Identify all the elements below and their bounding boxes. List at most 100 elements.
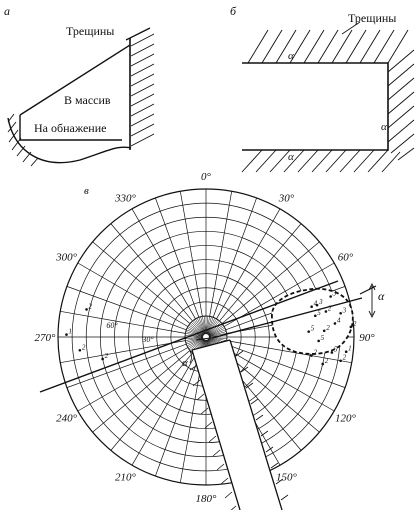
pole-point-cluster	[344, 350, 348, 354]
net-radial-line	[155, 197, 200, 318]
panel-a-exposure-surface	[7, 117, 132, 164]
pole-count-left: 1	[68, 328, 72, 336]
alpha-right-arrowheads	[368, 282, 376, 319]
ray-upper	[211, 297, 363, 339]
azimuth-label: 90°	[359, 332, 375, 344]
net-center-ray	[208, 331, 227, 337]
net-radial-line	[212, 197, 257, 318]
pole-count-cluster: 2	[353, 320, 357, 328]
pole-point-cluster	[310, 354, 313, 357]
net-center-ray	[206, 316, 212, 335]
net-center-ray	[189, 338, 204, 351]
dip-labels: 30°60°	[106, 321, 154, 344]
net-center-ray	[208, 326, 225, 336]
pole-count-left: 2	[82, 343, 86, 351]
azimuth-label: 60°	[338, 252, 354, 264]
net-radial-line	[155, 356, 200, 477]
pole-count-cluster: 1	[348, 345, 352, 353]
net-center-ray	[185, 337, 204, 340]
net-center-ray	[208, 333, 227, 337]
net-radial-line	[131, 208, 196, 319]
panel-b-cracks-label: Трещины	[348, 11, 396, 25]
pole-point-cluster	[322, 329, 326, 333]
pole-count-cluster: 5	[334, 345, 338, 353]
net-center-ray	[187, 338, 204, 348]
net-radial-line	[92, 241, 191, 324]
pole-count-cluster: 2	[328, 305, 332, 313]
pole-count-cluster: 3	[342, 306, 347, 314]
net-center-ray	[188, 338, 204, 350]
net-center-ray	[186, 329, 204, 337]
azimuth-label: 330°	[114, 193, 137, 205]
pole-count-cluster: 4	[337, 316, 341, 324]
net-radial-line	[60, 310, 186, 334]
azimuth-label: 30°	[278, 193, 295, 205]
panel-a-letter: а	[4, 4, 10, 18]
net-radial-line	[226, 340, 352, 364]
panel-v: в 0°30°60°90°120°150°180°210°240°270°300…	[35, 171, 385, 510]
pole-point-cluster	[321, 362, 325, 366]
alpha-right-label: α	[378, 289, 385, 303]
pole-point-cluster	[339, 359, 342, 363]
net-radial-line	[179, 357, 203, 483]
pole-count-cluster: 5	[321, 334, 325, 342]
pole-point-left	[85, 308, 88, 311]
net-radial-line	[110, 223, 193, 322]
panel-a-lower-contour	[19, 115, 122, 141]
pole-count-cluster: 3	[318, 298, 323, 306]
net-radial-line	[77, 347, 188, 412]
panel-v-letter: в	[84, 185, 89, 197]
panel-a-to-exposure-label: На обнажение	[34, 121, 106, 135]
net-radial-line	[225, 343, 346, 388]
azimuth-label: 270°	[35, 332, 57, 344]
azimuth-label: 240°	[56, 413, 78, 425]
net-center-ray	[207, 321, 222, 336]
net-radial-line	[216, 208, 281, 319]
panel-b-alpha-bottom: α	[288, 151, 294, 163]
panel-b-hatching	[241, 29, 415, 173]
net-radial-line	[224, 347, 335, 412]
net-center-ray	[185, 337, 204, 341]
pole-count-cluster: 5	[311, 325, 315, 333]
net-center-ray	[208, 324, 224, 336]
ray-lower	[39, 280, 339, 393]
pole-point-cluster	[333, 322, 337, 325]
panel-a-upper-crack	[19, 44, 131, 116]
net-center-ray	[189, 323, 204, 336]
azimuth-label: 0°	[201, 171, 212, 183]
pole-point-cluster	[349, 325, 353, 329]
panel-b-alpha-top: α	[288, 50, 294, 62]
opening-strip	[189, 339, 289, 510]
cluster-outline	[271, 287, 354, 355]
net-center-ray	[206, 317, 214, 335]
alpha-center-arc	[189, 350, 192, 364]
pole-point-cluster	[315, 303, 319, 307]
net-radial-line	[131, 355, 196, 466]
azimuth-label: 300°	[55, 252, 78, 264]
pole-point-cluster	[313, 314, 317, 318]
pole-point-left	[65, 333, 68, 336]
pole-point-cluster	[324, 310, 328, 313]
net-center-ray	[185, 337, 204, 343]
pole-count-left: 2	[105, 352, 109, 360]
azimuth-labels: 0°30°60°90°120°150°180°210°240°270°300°3…	[35, 171, 376, 505]
pole-count-cluster: 4	[314, 300, 318, 308]
net-center-ray	[206, 316, 209, 335]
net-center-ray	[208, 337, 227, 341]
net-radial-line	[221, 241, 320, 324]
net-center-ray	[206, 316, 210, 335]
net-center-ray	[186, 327, 204, 336]
pole-point-cluster	[329, 295, 332, 298]
panel-a-cracks-label: Трещины	[66, 24, 114, 38]
net-radial-line	[92, 350, 191, 433]
pole-count-left: 2	[89, 302, 93, 310]
net-radial-line	[179, 191, 203, 317]
panel-a-into-massif-label: В массив	[64, 93, 111, 107]
net-center-ray	[192, 320, 205, 335]
panel-b-opening-outline	[242, 62, 389, 151]
azimuth-label: 120°	[335, 413, 357, 425]
pole-point-cluster	[310, 305, 313, 309]
pole-point-cluster	[339, 311, 342, 315]
